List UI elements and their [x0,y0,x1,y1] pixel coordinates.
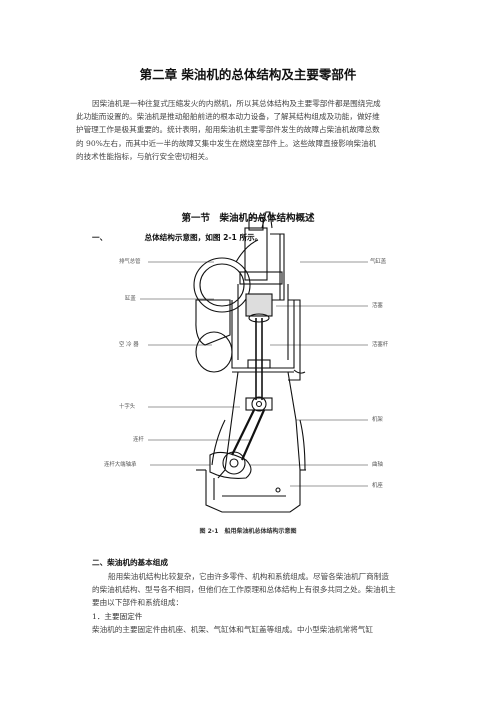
label-cylinder-cover: 缸盖 [125,296,136,302]
text-line: 护管理工作是极其重要的。统计表明，船用柴油机主要零部件发生的故障占柴油机故障总数 [76,125,380,135]
text-line: 的 90%左右，而其中近一半的故障又集中发生在燃烧室部件上。这些故障直接影响柴油… [76,138,377,148]
engine-body [193,211,306,513]
label-crosshead: 十字头 [119,404,136,410]
label-crankshaft: 曲轴 [372,462,383,468]
text-line: 此功能而设置的。柴油机是推动船舶前进的根本动力设备，了解其结构组成及功能，做好维 [76,112,380,122]
intro-paragraph: 因柴油机是一种往复式压缩发火的内燃机，所以其总体结构及主要零部件都是围绕完成 此… [76,97,418,163]
label-air-cooler: 空 冷 器 [119,342,139,348]
figure-caption: 图 2-1 船用柴油机总体结构示意图 [199,528,297,535]
text-line: 因柴油机是一种往复式压缩发火的内燃机，所以其总体结构及主要零部件都是围绕完成 [92,99,381,108]
section-title: 第一节 柴油机的总体结构概述 [181,213,315,224]
subheading-fixed-parts: 1．主要固定件 [92,612,143,621]
label-big-end-bearing: 连杆大端轴承 [104,462,137,468]
heading-2: 二、柴油机的基本组成 [92,558,168,567]
label-exhaust-manifold: 排气总管 [119,259,141,265]
text-line: 柴油机的主要固定件由机座、机架、气缸体和气缸盖等组成。中小型柴油机常将气缸 [92,625,373,634]
heading-1-text: 总体结构示意图，如图 2-1 所示。 [144,233,263,242]
text-line: 的柴油机结构、型号各不相同，但他们在工作原理和总体结构上有很多共同之处。柴油机主 [92,585,396,595]
label-cylinder-head: 气缸盖 [370,259,387,265]
label-bedplate: 机座 [372,483,383,489]
label-piston-rod: 活塞杆 [372,342,389,348]
label-connecting-rod: 连杆 [133,437,144,443]
text-line: 的技术性能指标，与航行安全密切相关。 [76,151,213,161]
text-line: 船用柴油机结构比较复杂，它由许多零件、机构和系统组成。尽管各柴油机厂商制造 [108,572,389,581]
label-frame: 机架 [372,417,383,423]
leader-lines [140,261,368,487]
heading-1: 一、 总体结构示意图，如图 2-1 所示。 [92,232,262,243]
label-piston: 活塞 [372,303,383,309]
text-line: 要由以下部件和系统组成： [92,598,184,608]
heading-1-number: 一、 [92,233,108,242]
chapter-title: 第二章 柴油机的总体结构及主要零部件 [139,67,357,82]
body-paragraph: 船用柴油机结构比较复杂，它由许多零件、机构和系统组成。尽管各柴油机厂商制造 的柴… [92,570,418,610]
